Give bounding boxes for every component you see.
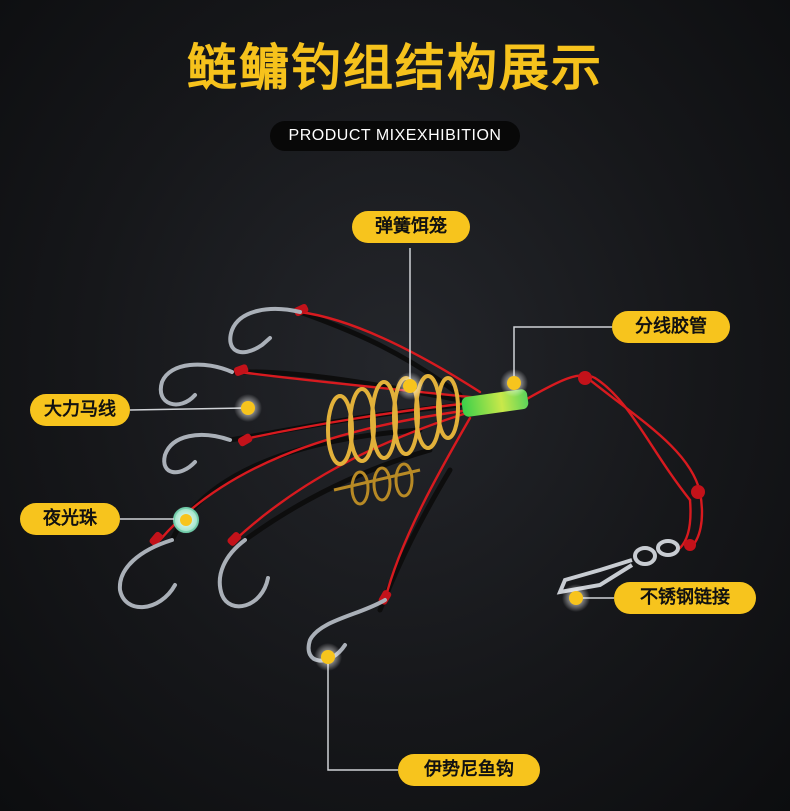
label-strong-line: 大力马线	[30, 394, 130, 426]
label-steel-swivel: 不锈钢链接	[614, 582, 756, 614]
label-luminous-bead: 夜光珠	[20, 503, 120, 535]
label-sleeve-tube: 分线胶管	[612, 311, 730, 343]
spring-cage-coils	[326, 374, 460, 506]
red-lines	[158, 310, 704, 602]
label-iseni-hook: 伊势尼鱼钩	[398, 754, 540, 786]
annotation-leaders	[120, 248, 614, 771]
page-subtitle: PRODUCT MIXEXHIBITION	[270, 121, 520, 151]
hooks	[117, 307, 387, 663]
page-title: 鲢鳙钓组结构展示	[187, 39, 603, 97]
annotation-dots	[172, 369, 590, 671]
black-leaders	[169, 309, 463, 613]
steel-swivel-shape	[556, 539, 680, 595]
label-spring-cage: 弹簧饵笼	[352, 211, 470, 243]
thread-wraps	[149, 303, 705, 605]
